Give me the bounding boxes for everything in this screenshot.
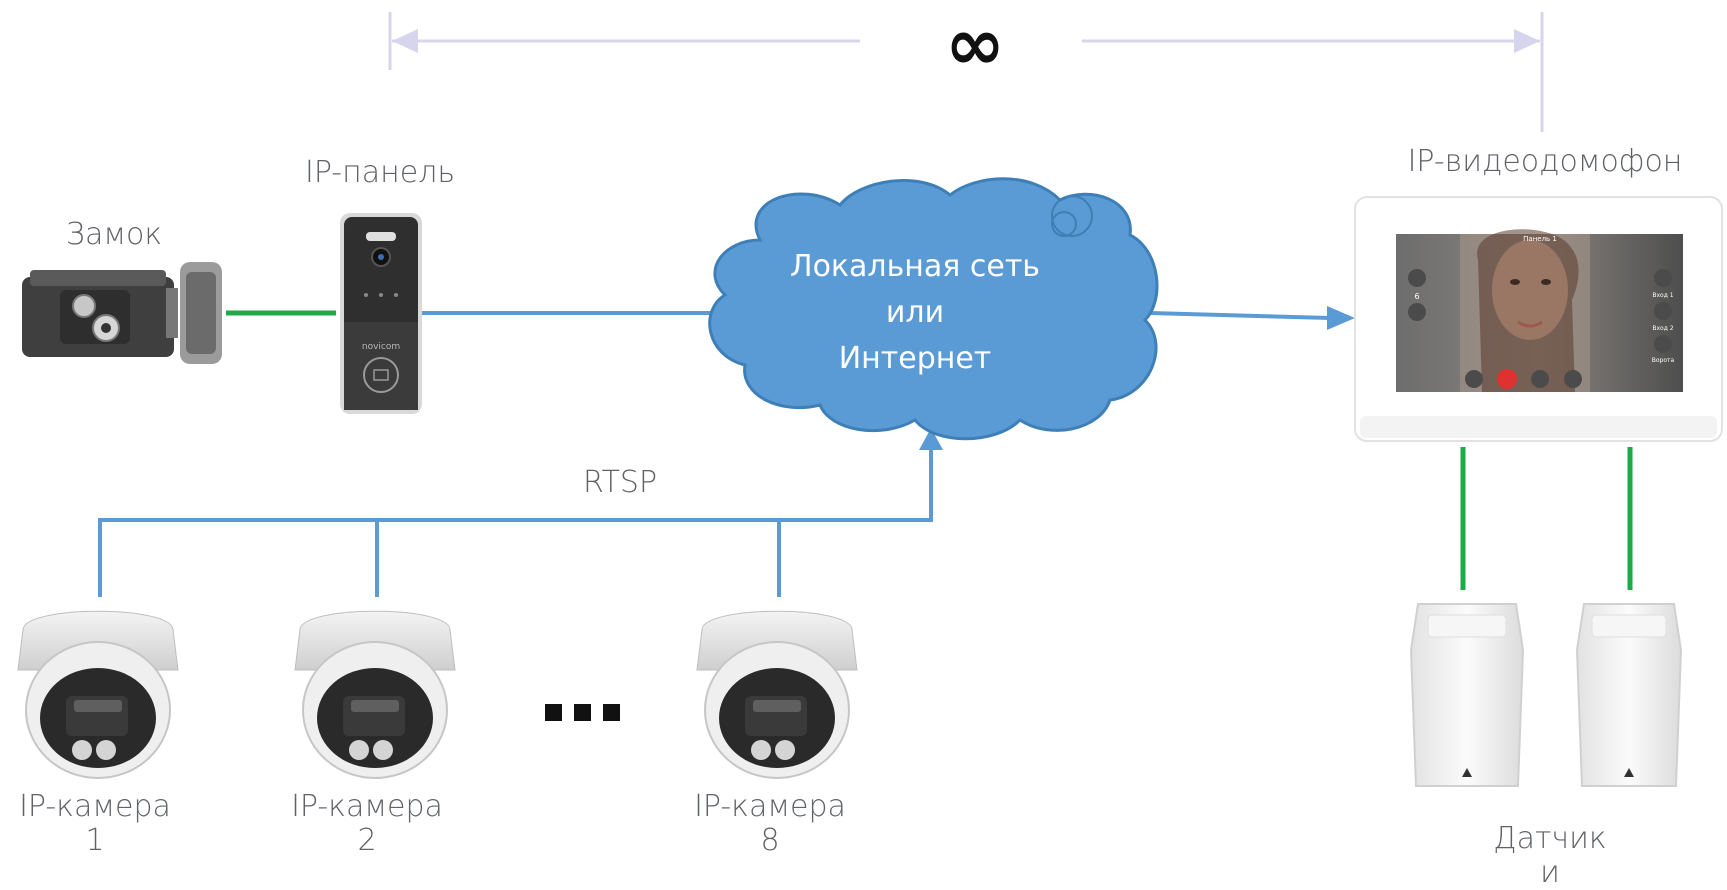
camera-2-label: IP-камера 2: [291, 789, 443, 858]
monitor-label: IP-видеодомофон: [1407, 144, 1683, 179]
monitor-device: Панель 1 6 Вход 1 Вход 2 Ворота: [1354, 196, 1723, 442]
hangup-icon: [1497, 369, 1517, 389]
monitor-entry-1: Вход 1: [1652, 292, 1673, 299]
ip-panel-device: novicom: [340, 213, 422, 414]
connections: [98, 306, 1633, 597]
camera-1: [17, 610, 179, 779]
monitor-screen-title: Панель 1: [1523, 235, 1557, 243]
rtsp-arrow: [919, 428, 943, 450]
camera-8-label: IP-камера 8: [694, 789, 846, 858]
lock-label: Замок: [65, 217, 163, 252]
sensor-1: [1409, 603, 1525, 787]
sensors-label: Датчик и: [1493, 821, 1607, 890]
cloud-line-3: Интернет: [838, 341, 992, 376]
monitor-gate: Ворота: [1652, 357, 1675, 364]
camera-8: [696, 610, 858, 779]
cloud-label: Локальная сеть или Интернет: [745, 244, 1085, 382]
camera-1-label: IP-камера 1: [19, 789, 171, 858]
monitor-arrow: [1327, 306, 1355, 330]
infinity-symbol: ∞: [945, 2, 1005, 86]
cloud-line-1: Локальная сеть: [790, 249, 1040, 284]
dimension-line: [388, 12, 1544, 132]
camera-2: [294, 610, 456, 779]
monitor-link: [1149, 311, 1331, 320]
monitor-volume: 6: [1414, 292, 1419, 301]
panel-label: IP-панель: [304, 155, 456, 190]
more-cameras-ellipsis: [545, 704, 621, 722]
dimension-arrow-left: [392, 29, 418, 53]
sensor-2: [1575, 603, 1683, 787]
dimension-arrow-right: [1514, 29, 1540, 53]
rtsp-label: RTSP: [582, 465, 658, 500]
lock-device: [22, 262, 222, 364]
mic-icon: [1531, 370, 1549, 388]
monitor-entry-2: Вход 2: [1652, 325, 1673, 332]
network-cloud: [708, 177, 1159, 441]
panel-brand: novicom: [362, 342, 400, 352]
cloud-line-2: или: [885, 295, 945, 330]
rtsp-bus: [98, 448, 933, 597]
